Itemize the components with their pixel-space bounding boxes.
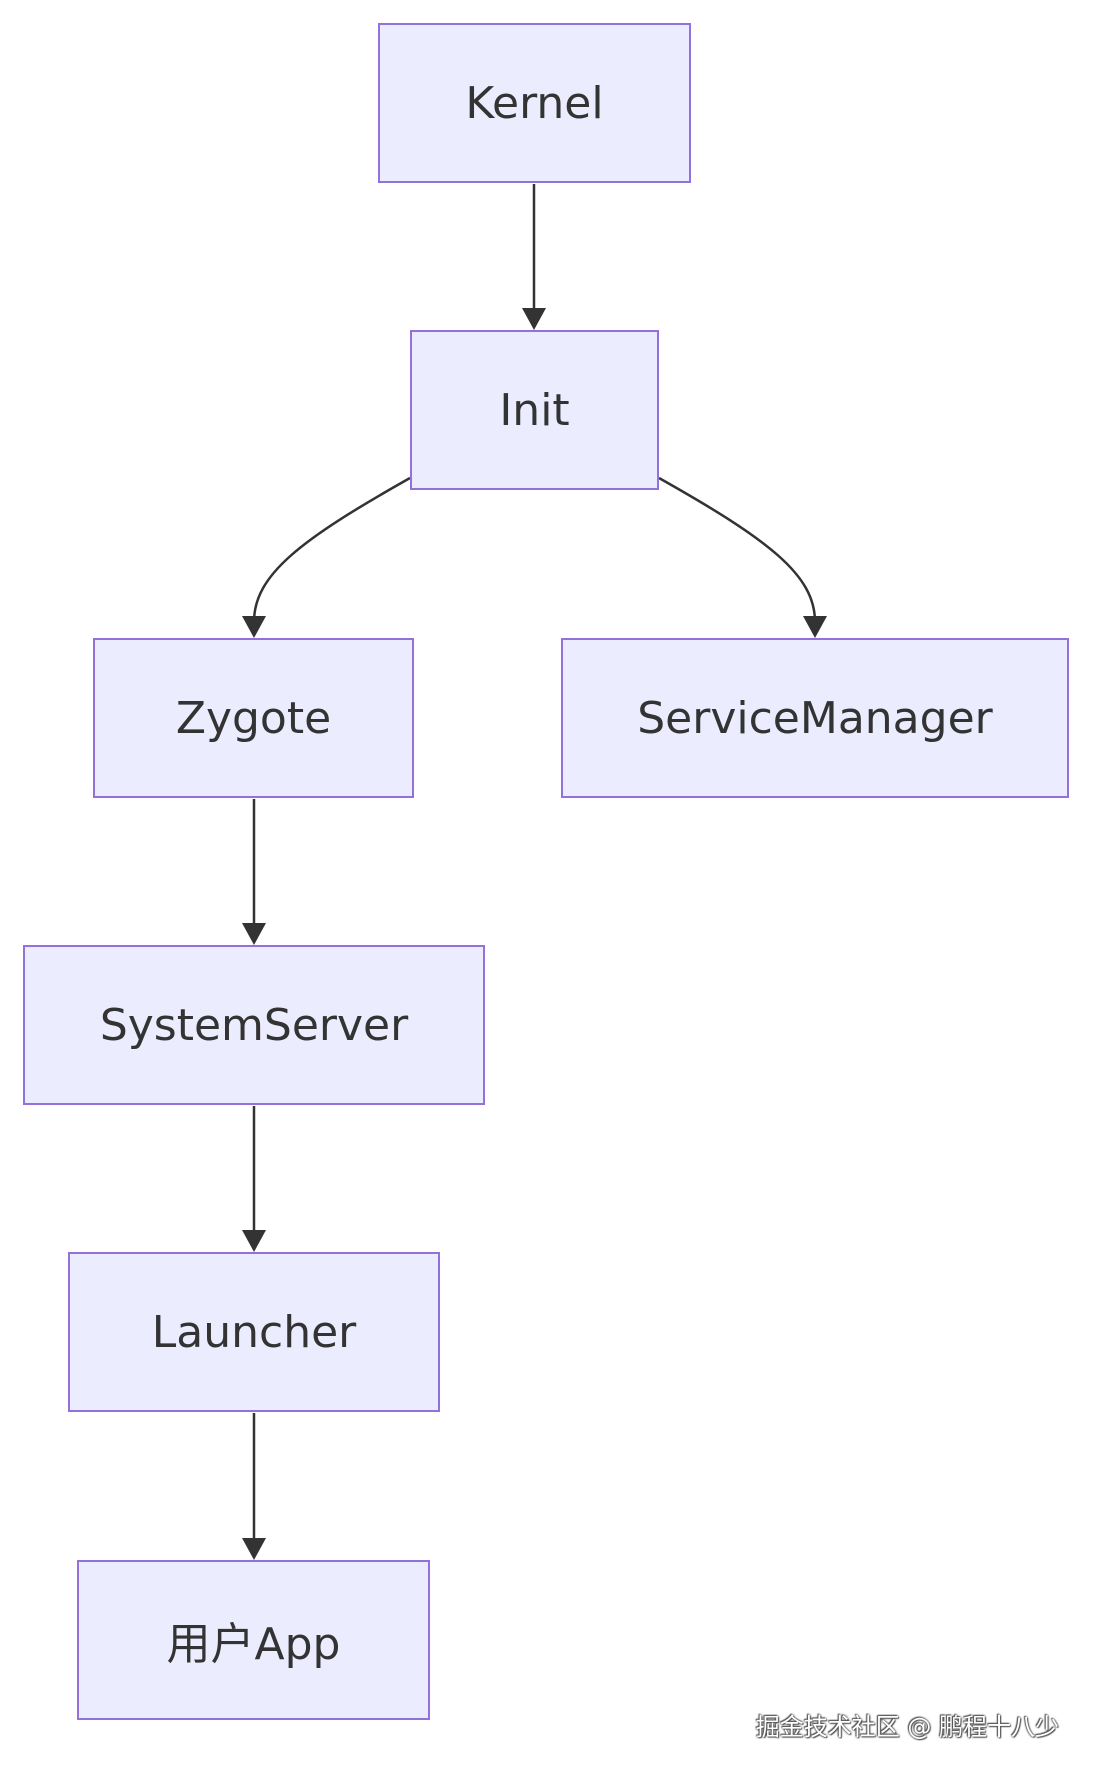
edge-zygote-systemserver xyxy=(242,799,266,945)
node-init: Init xyxy=(410,330,659,490)
node-init-label: Init xyxy=(499,384,570,436)
node-launcher-label: Launcher xyxy=(151,1306,357,1358)
node-servicemanager: ServiceManager xyxy=(561,638,1069,798)
edge-kernel-init xyxy=(522,184,546,330)
node-servicemanager-label: ServiceManager xyxy=(637,692,993,744)
node-user-app: 用户App xyxy=(77,1560,430,1720)
node-launcher: Launcher xyxy=(68,1252,440,1412)
node-zygote-label: Zygote xyxy=(175,692,332,744)
node-zygote: Zygote xyxy=(93,638,414,798)
edge-init-servicemanager xyxy=(658,476,827,638)
node-user-app-label: 用户App xyxy=(166,1619,341,1670)
edge-launcher-app xyxy=(242,1413,266,1560)
node-systemserver: SystemServer xyxy=(23,945,485,1105)
edge-init-zygote xyxy=(242,476,411,638)
node-kernel-label: Kernel xyxy=(465,77,604,129)
node-systemserver-label: SystemServer xyxy=(99,999,409,1051)
edge-systemserver-launcher xyxy=(242,1106,266,1252)
watermark: 掘金技术社区 @ 鹏程十八少 xyxy=(755,1713,1059,1741)
node-kernel: Kernel xyxy=(378,23,691,183)
